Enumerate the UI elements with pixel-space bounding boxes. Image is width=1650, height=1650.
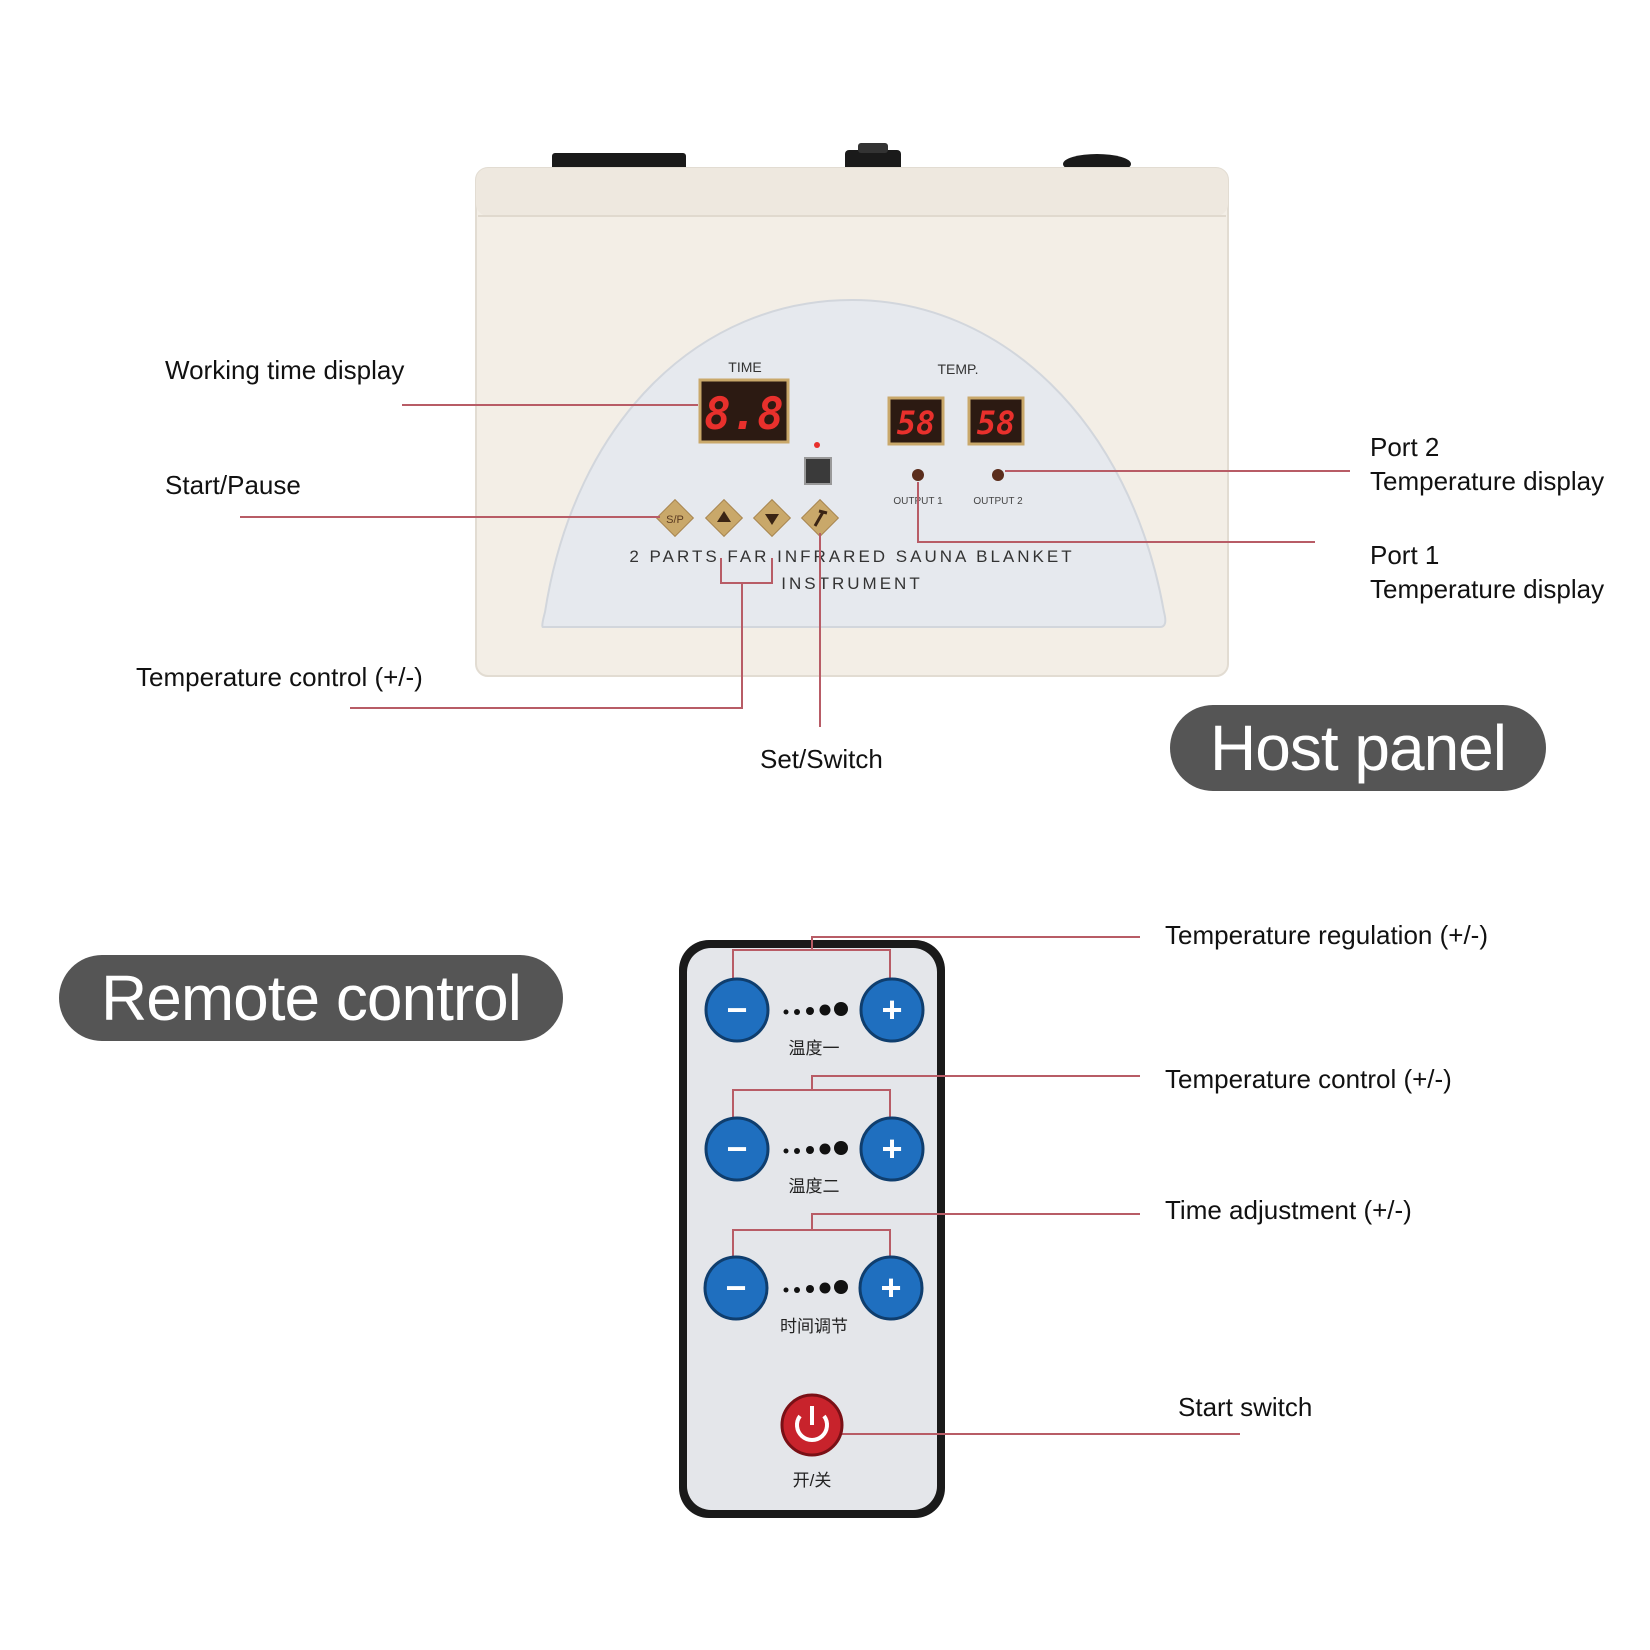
level-dots: [783, 1002, 848, 1294]
label-temp-control-host: Temperature control (+/-): [136, 662, 423, 692]
minus-icon: −: [725, 1267, 746, 1308]
temp1-display-value: 58: [897, 404, 936, 442]
label-set-switch: Set/Switch: [760, 744, 883, 774]
label-port2: Port 2 Temperature display: [1370, 432, 1605, 496]
label-temp-control-remote: Temperature control (+/-): [1165, 1064, 1452, 1094]
set-switch-button[interactable]: [800, 498, 840, 538]
minus-icon: −: [726, 989, 747, 1030]
arrow-down-icon: [765, 514, 779, 525]
minus-icon: −: [726, 1128, 747, 1169]
plus-icon: +: [880, 1267, 901, 1308]
temp2-display: [967, 396, 1025, 446]
label-temp-regulation: Temperature regulation (+/-): [1165, 920, 1488, 950]
temp1-display: [887, 396, 945, 446]
time-plus-button[interactable]: +: [858, 1255, 924, 1321]
product-name-line1: 2 PARTS FAR INFRARED SAUNA BLANKET: [629, 547, 1074, 566]
receiver-led: [814, 442, 820, 448]
label-start-switch: Start switch: [1178, 1392, 1313, 1422]
row1-caption: 温度一: [789, 1039, 840, 1058]
power-icon: [795, 1414, 829, 1442]
label-working-time: Working time display: [165, 355, 405, 385]
plus-icon: +: [881, 989, 902, 1030]
temp-up-button[interactable]: [704, 498, 744, 538]
start-pause-button[interactable]: S/P: [655, 498, 695, 538]
product-name-line2: INSTRUMENT: [781, 574, 922, 593]
arrow-up-icon: [717, 511, 731, 522]
host-panel-title: Host panel: [1170, 705, 1546, 791]
temp1-plus-button[interactable]: +: [859, 977, 925, 1043]
temp1-minus-button[interactable]: −: [704, 977, 770, 1043]
temp2-display-value: 58: [977, 404, 1016, 442]
host-callout-lines: [240, 404, 1350, 727]
temp2-plus-button[interactable]: +: [859, 1116, 925, 1182]
label-port1: Port 1 Temperature display: [1370, 540, 1605, 604]
temp-heading: TEMP.: [938, 361, 979, 377]
output2-label: OUTPUT 2: [973, 496, 1023, 507]
row2-caption: 温度二: [789, 1177, 840, 1196]
output2-led: [992, 469, 1004, 481]
wrench-icon: [813, 509, 828, 527]
host-control-panel: [541, 298, 1167, 628]
remote-control-title: Remote control: [59, 955, 563, 1041]
power-button[interactable]: [780, 1393, 844, 1457]
temp-down-button[interactable]: [752, 498, 792, 538]
ir-receiver-window: [804, 457, 832, 485]
time-display-value: 8.8: [704, 389, 783, 440]
time-heading: TIME: [728, 359, 761, 375]
temp2-minus-button[interactable]: −: [704, 1116, 770, 1182]
power-caption: 开/关: [793, 1471, 832, 1490]
row3-caption: 时间调节: [780, 1317, 848, 1336]
label-start-pause: Start/Pause: [165, 470, 301, 500]
output1-led: [912, 469, 924, 481]
connector-knob: [845, 150, 901, 172]
svg-text:S/P: S/P: [666, 514, 684, 526]
label-time-adjustment: Time adjustment (+/-): [1165, 1195, 1412, 1225]
connector-block: [552, 153, 686, 171]
remote-callout-lines: [732, 936, 1240, 1435]
time-minus-button[interactable]: −: [703, 1255, 769, 1321]
plus-icon: +: [881, 1128, 902, 1169]
time-display: [698, 378, 790, 444]
